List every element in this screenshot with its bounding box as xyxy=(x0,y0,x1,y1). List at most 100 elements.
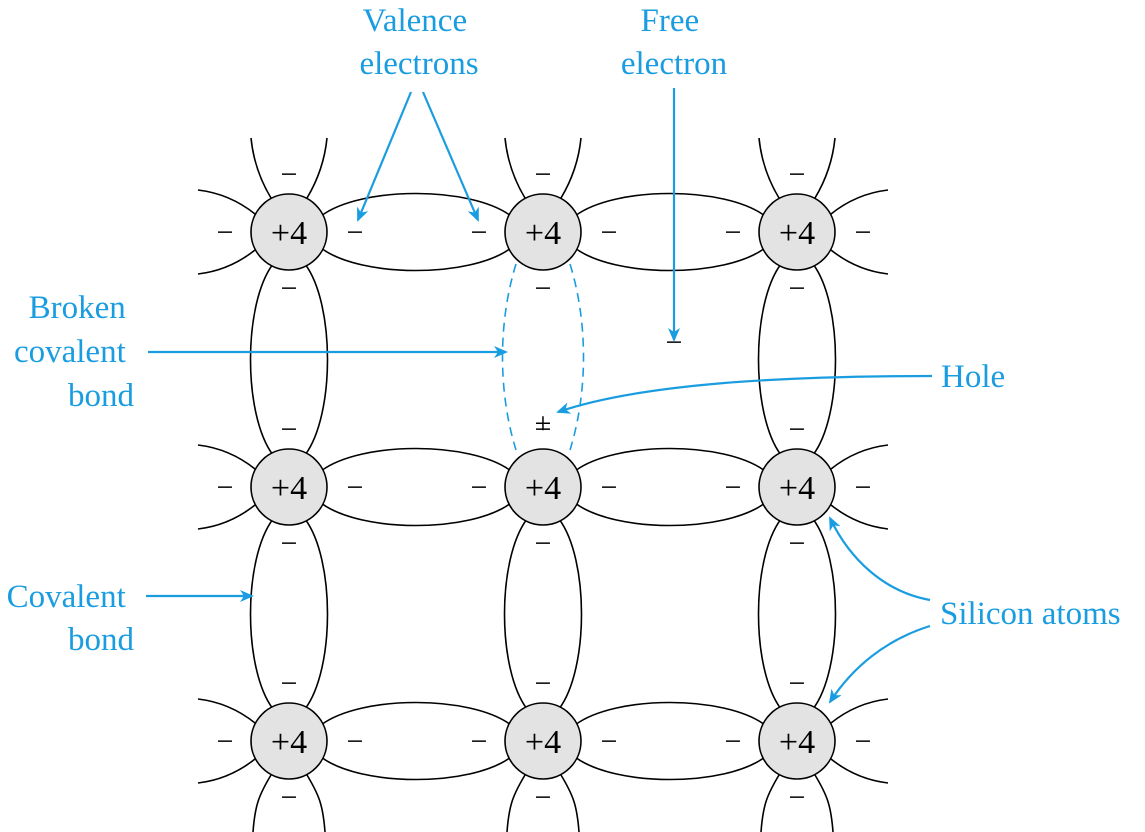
atom-circle xyxy=(250,448,328,526)
atom-circle xyxy=(504,193,582,271)
valence-electron: − xyxy=(789,272,806,305)
covalent-bond-stub xyxy=(758,137,836,199)
covalent-bond xyxy=(320,701,512,781)
covalent-bond-stub xyxy=(504,137,582,199)
covalent-bond xyxy=(757,263,837,456)
valence-electron: − xyxy=(471,216,488,249)
silicon-atom: +4 xyxy=(504,702,582,780)
covalent-bond xyxy=(320,192,512,272)
valence-electron: − xyxy=(855,471,872,504)
valence-electron: − xyxy=(725,216,742,249)
covalent-bond-stub xyxy=(830,444,889,530)
silicon-atom: +4 xyxy=(250,193,328,271)
valence-electron: − xyxy=(281,413,298,446)
valence-electrons-label: Valence electrons xyxy=(359,3,478,82)
valence-electron: − xyxy=(347,725,364,758)
valence-electron: − xyxy=(471,725,488,758)
valence-electron: − xyxy=(789,527,806,560)
broken-covalent-bond-label: Broken covalent bond xyxy=(14,290,135,414)
valence-electron: − xyxy=(855,216,872,249)
atom-charge-label: +4 xyxy=(271,215,307,252)
valence-electron: − xyxy=(789,667,806,700)
label-arrows xyxy=(146,88,933,704)
atom-charge-label: +4 xyxy=(525,215,561,252)
silicon-atom: +4 xyxy=(504,448,582,526)
covalent-bond xyxy=(574,701,766,781)
valence-electron: − xyxy=(535,272,552,305)
valence-electron: − xyxy=(535,667,552,700)
covalent-bond xyxy=(249,263,329,456)
silicon-atom: +4 xyxy=(250,448,328,526)
atom-circle xyxy=(758,702,836,780)
valence-electron: − xyxy=(217,216,234,249)
labels: Valence electrons Free electron Broken c… xyxy=(7,3,1121,658)
valence-electron: − xyxy=(725,471,742,504)
valence-electron: − xyxy=(601,471,618,504)
valence-electron: − xyxy=(535,158,552,191)
valence-electron: − xyxy=(217,725,234,758)
covalent-bond-stub xyxy=(760,774,834,832)
silicon-atoms-label: Silicon atoms xyxy=(940,596,1121,632)
covalent-bond-stub xyxy=(506,774,580,832)
valence-electron: − xyxy=(281,667,298,700)
hole-arrow xyxy=(556,374,933,414)
valence-electrons-arrow-left xyxy=(356,91,413,222)
covalent-bond xyxy=(503,518,583,710)
valence-electron: − xyxy=(281,781,298,814)
atom-charge-label: +4 xyxy=(525,724,561,761)
valence-electron: − xyxy=(535,527,552,560)
valence-electron: − xyxy=(789,781,806,814)
valence-electron: − xyxy=(855,725,872,758)
covalent-bond-stub xyxy=(252,774,326,832)
covalent-bond-stub xyxy=(830,698,889,784)
valence-electron: − xyxy=(601,216,618,249)
silicon-atoms-arrow-upper xyxy=(829,516,931,602)
covalent-bond-stub xyxy=(250,137,328,199)
valence-electron: − xyxy=(535,781,552,814)
atom-charge-label: +4 xyxy=(271,470,307,507)
valence-electron: − xyxy=(789,158,806,191)
covalent-bond-stub xyxy=(197,444,256,530)
hole-label: Hole xyxy=(941,359,1005,395)
covalent-bond xyxy=(574,192,766,272)
valence-electron: − xyxy=(217,471,234,504)
covalent-bond xyxy=(574,447,766,527)
silicon-atom: +4 xyxy=(504,193,582,271)
covalent-bond-stub xyxy=(830,189,889,275)
covalent-bonds xyxy=(197,137,889,832)
silicon-atom: +4 xyxy=(250,702,328,780)
valence-electron: − xyxy=(347,216,364,249)
broken-covalent-bond xyxy=(501,263,517,451)
atom-charge-label: +4 xyxy=(271,724,307,761)
covalent-bond xyxy=(320,447,512,527)
valence-electron: − xyxy=(601,725,618,758)
valence-electron: − xyxy=(789,413,806,446)
silicon-atom: +4 xyxy=(758,702,836,780)
free-electron-label: Free electron xyxy=(621,3,727,82)
valence-electron: − xyxy=(535,413,552,446)
covalent-bond-stub xyxy=(197,698,256,784)
atom-circle xyxy=(250,193,328,271)
hole: + xyxy=(535,407,552,440)
covalent-bond-stub xyxy=(197,189,256,275)
valence-electron: − xyxy=(471,471,488,504)
atom-circle xyxy=(504,702,582,780)
atom-charge-label: +4 xyxy=(525,470,561,507)
atom-charge-label: +4 xyxy=(779,470,815,507)
valence-electron: − xyxy=(281,158,298,191)
atom-circle xyxy=(250,702,328,780)
atom-circle xyxy=(758,193,836,271)
valence-electrons: −−−−−−−−−−−−−−−−−−−−−−−−−−−−−−−−−−−− xyxy=(217,158,872,814)
silicon-atom: +4 xyxy=(758,193,836,271)
silicon-atoms-arrow-lower xyxy=(828,624,931,704)
covalent-bond xyxy=(757,518,837,710)
valence-electron: − xyxy=(281,527,298,560)
silicon-atoms: +4 +4 +4 +4 +4 +4 +4 +4 +4 xyxy=(250,193,836,780)
atom-circle xyxy=(758,448,836,526)
valence-electron: − xyxy=(347,471,364,504)
valence-electron: − xyxy=(281,272,298,305)
valence-electrons-arrow-right xyxy=(421,91,480,222)
atom-charge-label: +4 xyxy=(779,724,815,761)
covalent-bond xyxy=(249,518,329,710)
